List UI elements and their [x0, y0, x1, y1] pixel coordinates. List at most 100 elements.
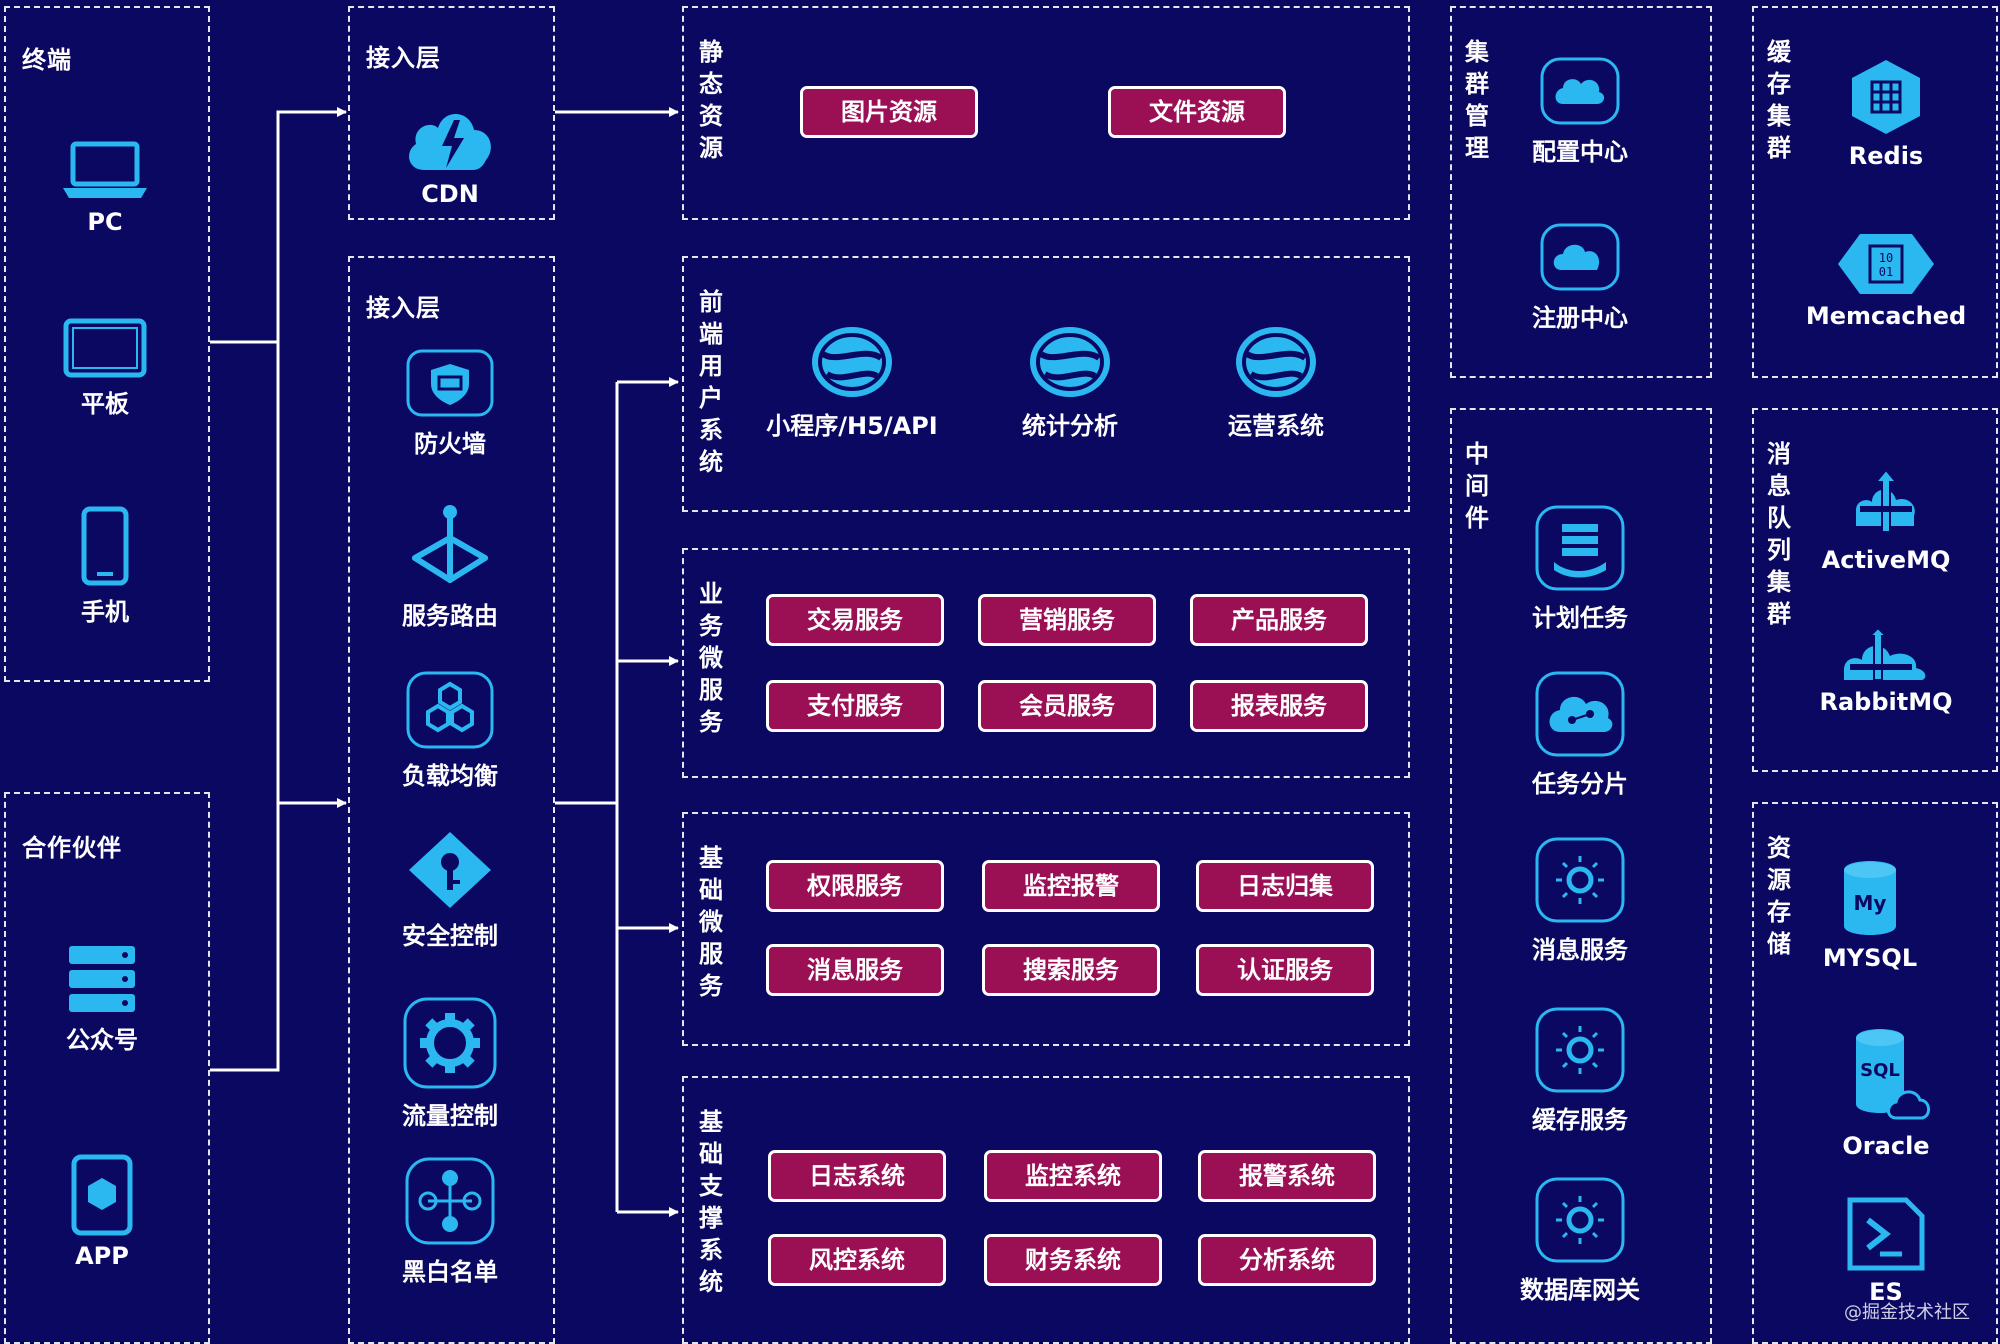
statistics-label: 统计分析: [1022, 412, 1118, 440]
registry-cloud-icon: [1540, 223, 1620, 291]
rabbitmq-label: RabbitMQ: [1819, 688, 1953, 716]
app-label: APP: [75, 1242, 129, 1270]
tablet-label: 平板: [81, 390, 129, 418]
tag-log-collect: 日志归集: [1196, 860, 1374, 912]
operations-item: 运营系统: [1176, 324, 1376, 441]
config-cloud-icon: [1540, 57, 1620, 125]
access-layer-panel: 接入层 防火墙 服务路由: [348, 256, 555, 1344]
partners-connector: [210, 798, 347, 1072]
business-ms-title: 业务微服务: [699, 580, 723, 736]
basic-ms-panel: 基础微服务 权限服务 监控报警 日志归集 消息服务 搜索服务 认证服务: [682, 812, 1410, 1046]
svg-text:SQL: SQL: [1860, 1060, 1900, 1081]
sun-node-icon: [1535, 1007, 1625, 1093]
partners-title: 合作伙伴: [22, 834, 122, 862]
cdn-label: CDN: [421, 180, 479, 208]
firewall-label: 防火墙: [414, 430, 486, 458]
basic-ms-title: 基础微服务: [699, 844, 723, 1000]
firewall-item: 防火墙: [350, 348, 550, 459]
statistics-item: 统计分析: [970, 324, 1170, 441]
sun-node-icon: [1535, 837, 1625, 923]
middleware-title: 中间件: [1465, 440, 1489, 532]
es-item: ES: [1786, 1196, 1986, 1306]
laptop-icon: [63, 141, 147, 198]
network-nodes-icon: [405, 1157, 495, 1245]
operations-label: 运营系统: [1228, 412, 1324, 440]
sql-cloud-icon: SQL: [1856, 1029, 1930, 1120]
mysql-label: MYSQL: [1822, 944, 1918, 972]
pc-label: PC: [87, 208, 123, 236]
official-account-label: 公众号: [66, 1026, 138, 1054]
basic-support-title: 基础支撑系统: [699, 1108, 723, 1296]
phone-item: 手机: [5, 506, 205, 627]
registry-center-label: 注册中心: [1532, 304, 1628, 332]
tag-analysis-system: 分析系统: [1198, 1234, 1376, 1286]
message-service-label: 消息服务: [1532, 936, 1628, 964]
access-cdn-panel: 接入层 CDN: [348, 6, 555, 220]
firewall-icon: [406, 349, 494, 417]
static-resources-title: 静态资源: [699, 38, 723, 162]
tag-search-service: 搜索服务: [982, 944, 1160, 996]
static-resources-panel: 静态资源 图片资源 文件资源: [682, 6, 1410, 220]
tag-report-service: 报表服务: [1190, 680, 1368, 732]
terminal-title: 终端: [22, 46, 72, 74]
tablet-icon: [63, 318, 147, 378]
partners-panel: 合作伙伴 公众号 APP: [4, 792, 210, 1344]
frontend-title: 前端用户系统: [699, 288, 723, 476]
mysql-item: My MYSQL: [1770, 858, 1970, 972]
tag-monitor-system: 监控系统: [984, 1150, 1162, 1202]
phone-label: 手机: [81, 598, 129, 626]
router-icon: [412, 505, 488, 583]
cluster-mgmt-title: 集群管理: [1465, 38, 1489, 162]
cache-cluster-title: 缓存集群: [1767, 38, 1791, 162]
activemq-label: ActiveMQ: [1821, 546, 1951, 574]
db-gateway-label: 数据库网关: [1520, 1276, 1640, 1304]
traffic-control-label: 流量控制: [402, 1102, 498, 1130]
business-ms-panel: 业务微服务 交易服务 营销服务 产品服务 支付服务 会员服务 报表服务: [682, 548, 1410, 778]
mq-cluster-panel: 消息队列集群 ActiveMQ RabbitMQ: [1752, 408, 1998, 772]
config-center-label: 配置中心: [1532, 138, 1628, 166]
globe-icon: [1030, 327, 1110, 397]
official-account-item: 公众号: [2, 944, 202, 1055]
security-control-item: 安全控制: [350, 830, 550, 951]
blacklist-item: 黑白名单: [350, 1156, 550, 1287]
sun-node-icon: [1535, 1177, 1625, 1263]
mq-cluster-title: 消息队列集群: [1767, 440, 1791, 628]
svg-text:My: My: [1854, 891, 1887, 915]
terminal-panel: 终端 PC 平板 手机: [4, 6, 210, 682]
globe-icon: [1236, 327, 1316, 397]
tag-member-service: 会员服务: [978, 680, 1156, 732]
gear-icon: [403, 997, 497, 1089]
cache-service-label: 缓存服务: [1532, 1106, 1628, 1134]
hexagon-cluster-icon: [406, 671, 494, 749]
task-sharding-item: 任务分片: [1480, 670, 1680, 799]
cdn-item: CDN: [350, 90, 550, 208]
scheduled-task-label: 计划任务: [1532, 604, 1628, 632]
redis-label: Redis: [1848, 142, 1924, 170]
task-sharding-label: 任务分片: [1532, 770, 1628, 798]
memcached-icon: 10 01: [1838, 234, 1934, 294]
tag-risk-system: 风控系统: [768, 1234, 946, 1286]
message-service-item: 消息服务: [1480, 836, 1680, 965]
config-center-item: 配置中心: [1480, 56, 1680, 167]
oracle-item: SQL Oracle: [1786, 1026, 1986, 1160]
sharding-cloud-icon: [1535, 671, 1625, 757]
tag-alert-system: 报警系统: [1198, 1150, 1376, 1202]
globe-icon: [812, 327, 892, 397]
registry-center-item: 注册中心: [1480, 222, 1680, 333]
tag-file-resources: 文件资源: [1108, 86, 1286, 138]
mobile-app-icon: [71, 1154, 133, 1236]
tag-payment-service: 支付服务: [766, 680, 944, 732]
storage-title: 资源存储: [1767, 834, 1791, 958]
load-balancer-label: 负载均衡: [402, 762, 498, 790]
access-cdn-title: 接入层: [366, 44, 441, 72]
cloud-lightning-icon: [409, 113, 491, 170]
access-layer-title: 接入层: [366, 294, 441, 322]
miniapp-label: 小程序/H5/API: [766, 412, 938, 440]
tag-log-system: 日志系统: [768, 1150, 946, 1202]
key-diamond-icon: [409, 832, 491, 908]
storage-panel: 资源存储 My MYSQL SQL Oracle ES: [1752, 802, 1998, 1344]
tag-product-service: 产品服务: [1190, 594, 1368, 646]
tag-trade-service: 交易服务: [766, 594, 944, 646]
frontend-panel: 前端用户系统 小程序/H5/API 统计分析 运营系统: [682, 256, 1410, 512]
